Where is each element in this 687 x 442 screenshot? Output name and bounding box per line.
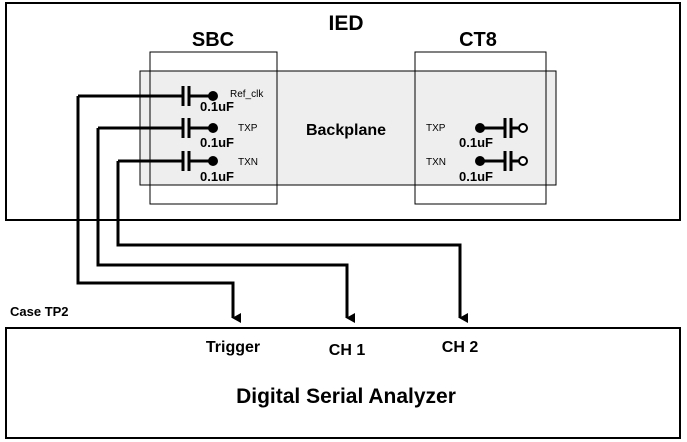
analyzer-box bbox=[5, 327, 681, 439]
backplane-label: Backplane bbox=[306, 122, 386, 139]
ch1-wire bbox=[96, 128, 355, 323]
sbc-txp-channel: TXP 0.1uF bbox=[98, 118, 258, 150]
ct8-txp-label: TXP bbox=[426, 123, 446, 134]
pin-dot-icon bbox=[208, 123, 218, 133]
sbc-ref-clk-cap: 0.1uF bbox=[200, 99, 234, 114]
open-terminal-icon bbox=[518, 156, 528, 166]
ct8-txp-cap: 0.1uF bbox=[459, 135, 493, 150]
sbc-ref-clk-label: Ref_clk bbox=[230, 89, 264, 100]
ch2-input-label: CH 2 bbox=[442, 339, 479, 356]
analyzer-label: Digital Serial Analyzer bbox=[236, 385, 456, 408]
trigger-wire bbox=[76, 96, 241, 323]
ct8-txn-cap: 0.1uF bbox=[459, 169, 493, 184]
sbc-txn-cap: 0.1uF bbox=[200, 169, 234, 184]
sbc-txp-label: TXP bbox=[238, 123, 258, 134]
sbc-txp-cap: 0.1uF bbox=[200, 135, 234, 150]
ct8-txn-label: TXN bbox=[426, 157, 446, 168]
pin-dot-icon bbox=[208, 156, 218, 166]
sbc-label: SBC bbox=[192, 29, 234, 51]
sbc-txn-label: TXN bbox=[238, 157, 258, 168]
trigger-input-label: Trigger bbox=[206, 339, 260, 356]
sbc-ref-clk-channel: Ref_clk 0.1uF bbox=[78, 86, 264, 114]
pin-dot-icon bbox=[208, 91, 218, 101]
ch2-wire bbox=[116, 161, 468, 323]
ied-label: IED bbox=[328, 12, 363, 35]
ct8-label: CT8 bbox=[459, 29, 497, 51]
open-terminal-icon bbox=[518, 123, 528, 133]
ct8-txp-channel: TXP 0.1uF bbox=[426, 118, 528, 150]
case-label: Case TP2 bbox=[10, 304, 69, 319]
ch1-input-label: CH 1 bbox=[329, 342, 366, 359]
sbc-txn-channel: TXN 0.1uF bbox=[118, 151, 258, 184]
ct8-txn-channel: TXN 0.1uF bbox=[426, 151, 528, 184]
ct8-card bbox=[414, 51, 547, 205]
